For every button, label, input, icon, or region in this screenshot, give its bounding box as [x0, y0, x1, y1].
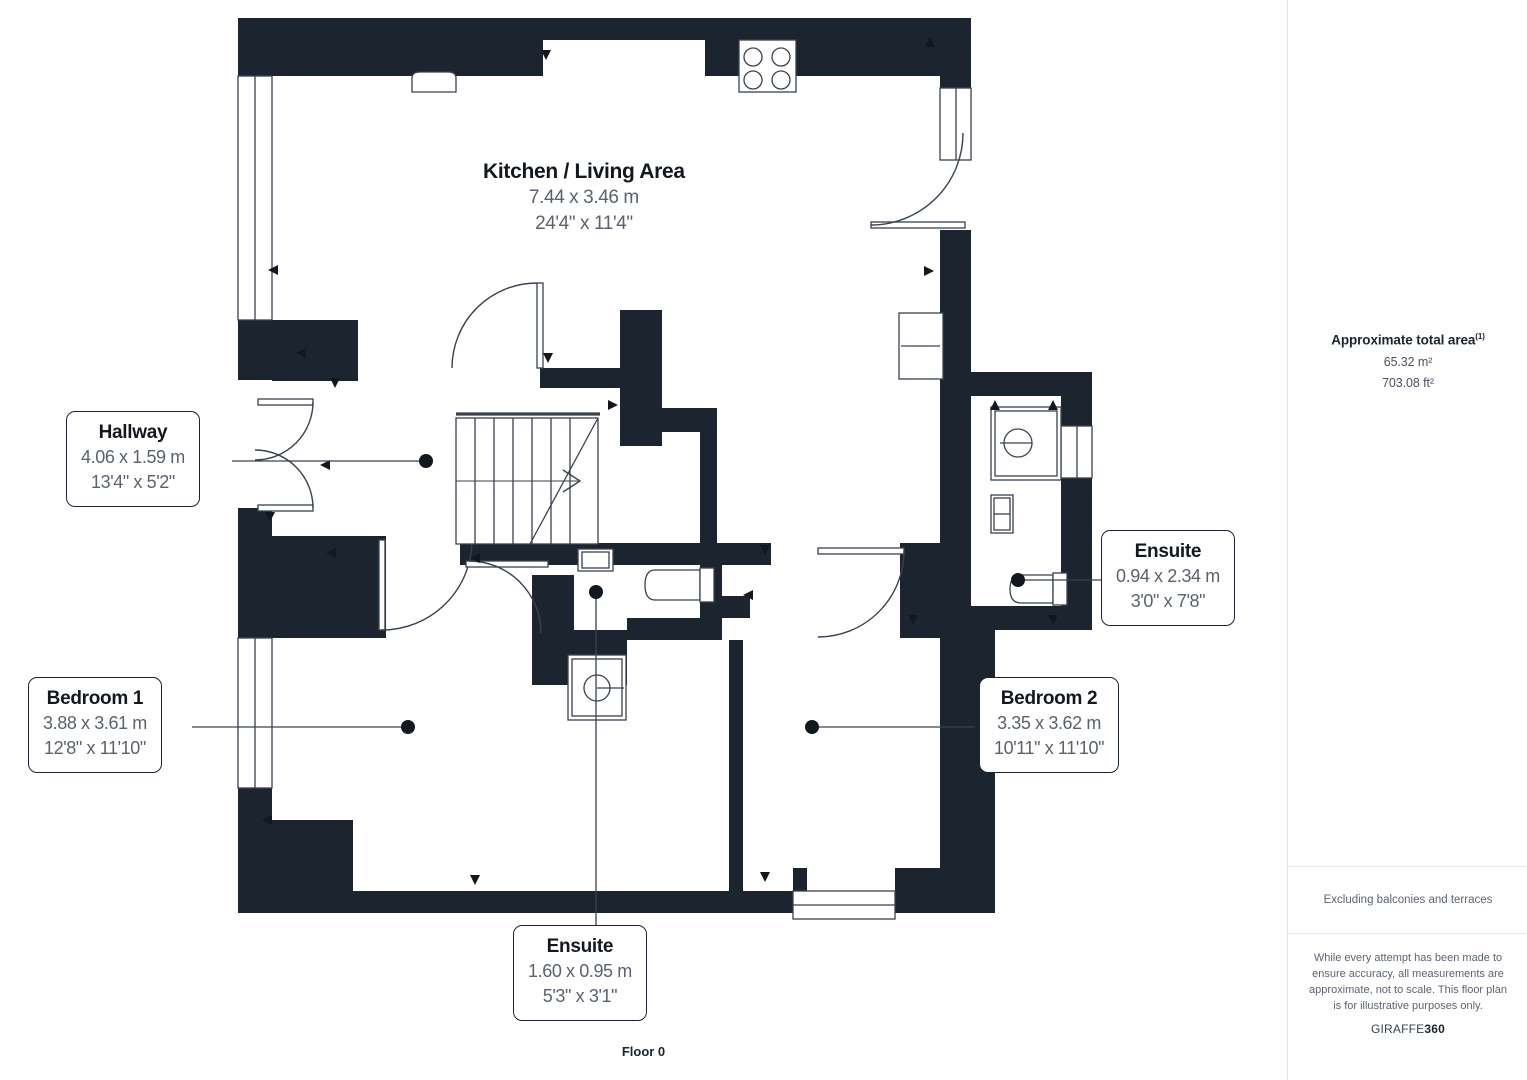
total-area-title-text: Approximate total area	[1331, 332, 1476, 348]
room-name: Bedroom 1	[46, 688, 144, 709]
room-metric-dimensions: 3.88 x 3.61 m	[43, 713, 147, 733]
room-metric-dimensions: 7.44 x 3.46 m	[528, 187, 639, 208]
room-callout-ensuite-right[interactable]: Ensuite 0.94 x 2.34 m 3'0" x 7'8"	[1101, 530, 1235, 626]
wall-cabinet-icon	[898, 312, 944, 380]
room-name: Ensuite	[546, 936, 614, 957]
info-sidebar: Approximate total area(1) 65.32 m² 703.0…	[1287, 0, 1527, 1080]
disclaimer-block: While every attempt has been made to ens…	[1288, 950, 1527, 1014]
floor-label: Floor 0	[621, 1044, 666, 1059]
room-imperial-dimensions: 13'4" x 5'2"	[90, 472, 175, 492]
doors	[254, 132, 966, 638]
footnote-marker: (1)	[1475, 332, 1485, 341]
brand-logo-block: GIRAFFE360	[1288, 1022, 1527, 1036]
total-area-title: Approximate total area(1)	[1288, 332, 1527, 348]
room-name: Ensuite	[1134, 541, 1202, 562]
room-imperial-dimensions: 5'3" x 3'1"	[542, 986, 618, 1006]
logo-light-text: GIRAFFE	[1370, 1022, 1425, 1036]
wall-markers	[262, 37, 1058, 885]
logo-bold-text: 360	[1424, 1022, 1446, 1036]
room-imperial-dimensions: 12'8" x 11'10"	[44, 738, 146, 758]
door-kitchen-hallway	[451, 282, 544, 369]
room-name: Hallway	[98, 422, 168, 443]
room-imperial-dimensions: 10'11" x 11'10"	[994, 738, 1105, 758]
walls	[238, 18, 1092, 913]
bathroom-sink-icon	[577, 548, 614, 572]
excluding-note-block: Excluding balconies and terraces	[1288, 866, 1527, 934]
toilet-icon	[644, 567, 715, 603]
ensuite-shower-tray-icon	[990, 406, 1062, 481]
ensuite-sink-icon	[990, 494, 1014, 534]
door-bedroom2	[817, 547, 905, 638]
room-callout-hallway[interactable]: Hallway 4.06 x 1.59 m 13'4" x 5'2"	[66, 411, 200, 507]
door-bedroom1	[378, 539, 473, 631]
kitchen-sink-icon	[411, 71, 457, 93]
shower-tray-icon	[567, 654, 627, 721]
fixtures	[411, 39, 1068, 721]
total-area-block: Approximate total area(1) 65.32 m² 703.0…	[1288, 332, 1527, 390]
excluding-note: Excluding balconies and terraces	[1323, 894, 1493, 906]
staircase-icon	[455, 412, 600, 545]
room-callout-bedroom-2[interactable]: Bedroom 2 3.35 x 3.62 m 10'11" x 11'10"	[979, 677, 1120, 773]
door-kitchen-exterior	[870, 132, 966, 229]
door-hallway-double-bottom	[254, 449, 314, 512]
total-area-sqm: 65.32 m²	[1383, 354, 1433, 369]
room-label-kitchen-living-area: Kitchen / Living Area 7.44 x 3.46 m 24'4…	[483, 158, 685, 237]
room-callout-ensuite-bottom[interactable]: Ensuite 1.60 x 0.95 m 5'3" x 3'1"	[513, 925, 647, 1021]
room-metric-dimensions: 0.94 x 2.34 m	[1116, 566, 1220, 586]
door-hallway-double-top	[254, 398, 314, 461]
room-metric-dimensions: 4.06 x 1.59 m	[81, 447, 185, 467]
total-area-sqft: 703.08 ft²	[1382, 375, 1434, 390]
room-name: Bedroom 2	[1000, 688, 1098, 709]
leader-lines	[192, 460, 1101, 930]
room-name: Kitchen / Living Area	[483, 160, 685, 183]
room-imperial-dimensions: 3'0" x 7'8"	[1130, 591, 1206, 611]
room-metric-dimensions: 3.35 x 3.62 m	[997, 713, 1101, 733]
disclaimer-text: While every attempt has been made to ens…	[1309, 952, 1507, 1012]
room-imperial-dimensions: 24'4" x 11'4"	[535, 213, 633, 234]
giraffe360-logo: GIRAFFE360	[1288, 1022, 1527, 1036]
stove-4-burner-icon	[738, 39, 797, 93]
floor-plan-drawing	[192, 18, 1101, 930]
windows	[237, 75, 1093, 920]
door-ensuite-central	[465, 560, 549, 634]
leader-dots	[401, 454, 1025, 734]
room-metric-dimensions: 1.60 x 0.95 m	[528, 961, 632, 981]
room-callout-bedroom-1[interactable]: Bedroom 1 3.88 x 3.61 m 12'8" x 11'10"	[28, 677, 162, 773]
